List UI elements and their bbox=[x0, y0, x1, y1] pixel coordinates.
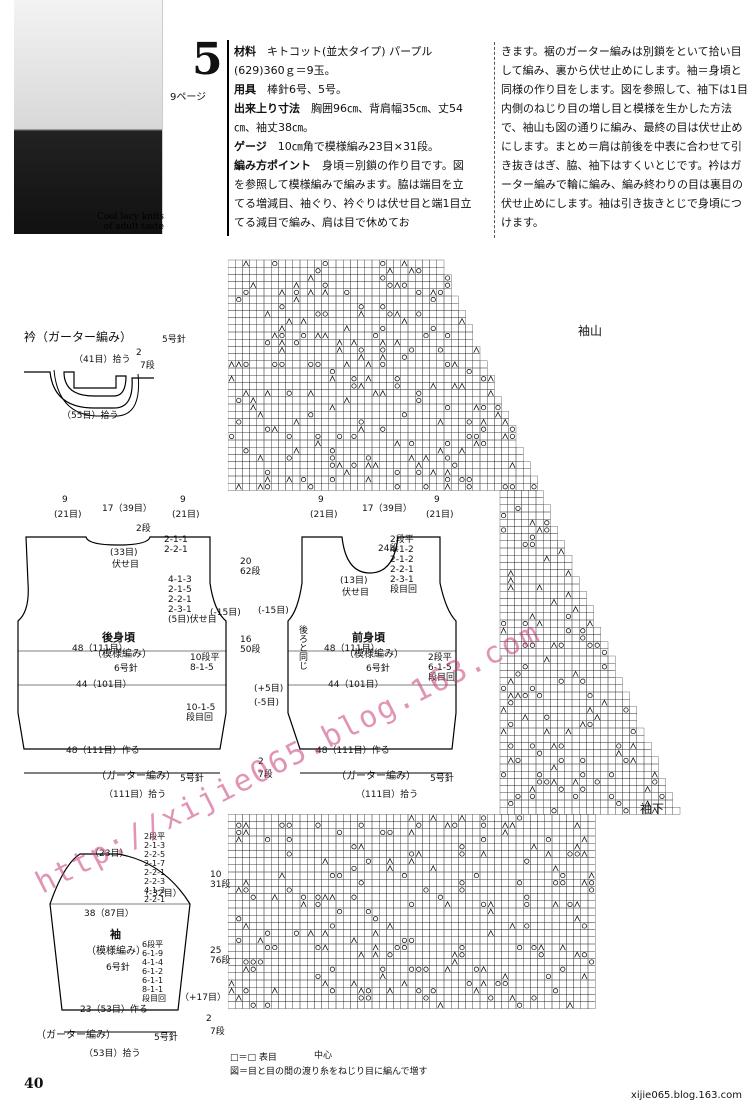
legend-1: □＝□ 表目 bbox=[230, 1053, 277, 1063]
legend-2: 図＝目と目の間の渡り糸をねじり目に編んで増す bbox=[230, 1067, 428, 1077]
chart-grid bbox=[228, 259, 681, 1009]
back-body-name: 後身頃 bbox=[102, 631, 135, 644]
collar-bottom-count: （55目）拾う bbox=[62, 411, 119, 421]
collar-title: 衿（ガーター編み） bbox=[24, 330, 133, 344]
instructions-column-2: きます。裾のガーター編みは別鎖をといて拾い目して編み、裏から伏せ止めにします。袖… bbox=[494, 42, 750, 238]
sleeve-length: 25 76段 bbox=[210, 946, 231, 966]
sleeve-inc: 6段平 6-1-9 4-1-4 6-1-2 6-1-1 8-1-1 段目回 bbox=[142, 940, 166, 1003]
back-body-outline bbox=[17, 536, 227, 774]
front-length-left: 20 62段 bbox=[240, 557, 261, 577]
chart-label-underarm: 袖下 bbox=[640, 802, 665, 816]
collar-rows-num: 2 bbox=[136, 348, 142, 358]
collar-diagram: 衿（ガーター編み） 5号針 （41目）拾う 2 7段 （55目）拾う bbox=[14, 328, 214, 428]
front-side-inc: 2段平 6-1-5 段目回 bbox=[428, 653, 456, 683]
back-top-left: 9 bbox=[62, 495, 68, 505]
collar-shape bbox=[24, 369, 154, 417]
collar-rows: 7段 bbox=[140, 361, 155, 371]
chart-center: 中心 bbox=[314, 1051, 333, 1061]
back-top-right: 9 bbox=[180, 495, 186, 505]
collar-needle: 5号針 bbox=[162, 335, 186, 345]
page-reference: 9ページ bbox=[170, 92, 207, 103]
front-mid: 16 50段 bbox=[240, 635, 261, 655]
back-neck-dec: 2-1-1 2-2-1 bbox=[164, 535, 188, 555]
sleeve-outline bbox=[49, 853, 191, 1033]
pattern-number: 5 bbox=[192, 34, 223, 85]
header-divider bbox=[227, 40, 229, 236]
front-body-name: 前身頃 bbox=[352, 631, 385, 644]
sleeve-cap-dec: 2段平 2-1-3 2-2-5 2-1-7 2-2-1 2-2-3 4-1-3 … bbox=[144, 832, 166, 904]
back-side-dec: 10-1-5 段目回 bbox=[186, 703, 216, 723]
page-number: 40 bbox=[24, 1076, 44, 1092]
back-top-mid: 17（39目） bbox=[102, 504, 152, 514]
sleeve-cap-rows: 10 31段 bbox=[210, 870, 231, 890]
site-credit: xijie065.blog.163.com bbox=[630, 1090, 742, 1101]
sleeve-diagram: （23目） 2段平 2-1-3 2-2-5 2-1-7 2-2-1 2-2-3 … bbox=[14, 832, 234, 1067]
front-body-diagram: 9 (21目) 17（39目） 9 (21目) 24段 (13目) 伏せ目 2段… bbox=[240, 495, 480, 805]
back-side-inc: 10段平 8-1-5 bbox=[190, 653, 220, 673]
front-body-outline bbox=[287, 536, 457, 774]
chart-label-cap: 袖山 bbox=[578, 324, 603, 338]
collar-top-count: （41目）拾う bbox=[74, 355, 131, 365]
sleeve-name: 袖 bbox=[110, 928, 121, 941]
photo-caption: Cool lacy knits of adult taste bbox=[96, 212, 164, 232]
knitting-chart bbox=[228, 259, 681, 1009]
back-arm-dec: 4-1-3 2-1-5 2-2-1 2-3-1 (5目)伏せ目 bbox=[168, 575, 217, 625]
model-photo: Cool lacy knits of adult taste bbox=[14, 0, 164, 234]
instructions-column-1: 材料 キトコット(並太タイプ) パープル(629)360ｇ＝9玉。 用具 棒針6… bbox=[234, 45, 472, 229]
back-body-diagram: 9 (21目) 17（39目） 9 (21目) 2段 (33目) 伏せ目 2-1… bbox=[14, 495, 241, 805]
front-neck-dec: 2段平 4-1-2 2-1-2 2-2-1 2-3-1 段目回 bbox=[390, 535, 418, 595]
